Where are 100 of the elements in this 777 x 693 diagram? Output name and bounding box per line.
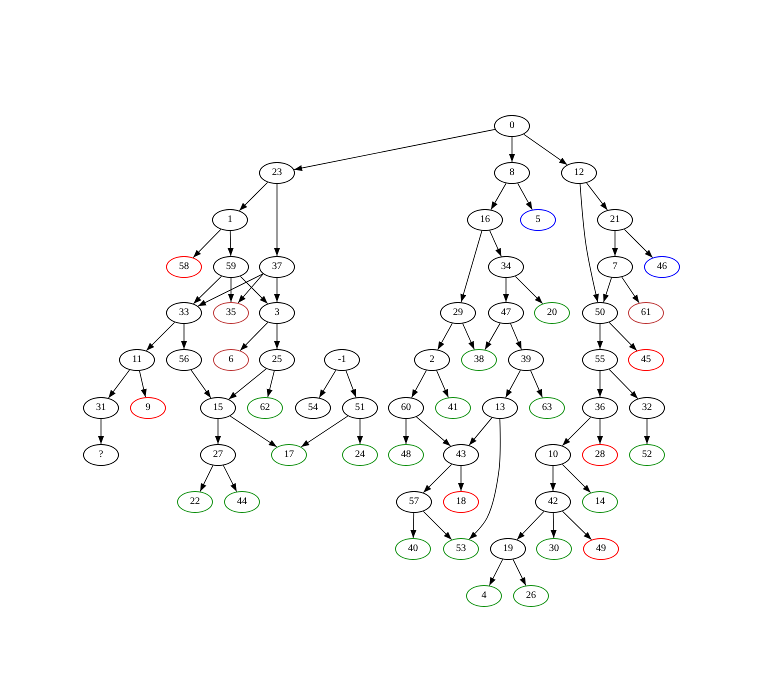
arrow	[215, 418, 221, 444]
arrow	[437, 323, 453, 350]
graph-node: 34	[488, 256, 524, 278]
graph-node: 30	[536, 538, 572, 560]
graph-node: 46	[644, 256, 680, 278]
graph-node: 6	[213, 349, 249, 371]
arrow	[266, 370, 275, 398]
graph-node: 21	[597, 209, 633, 231]
arrow	[597, 324, 603, 350]
arrow	[460, 230, 482, 303]
arrow	[503, 278, 509, 302]
graph-node: 10	[535, 444, 571, 466]
graph-node: 3	[259, 302, 295, 324]
graph-node: 45	[628, 349, 664, 371]
graph-node: 11	[119, 349, 155, 371]
arrow	[108, 370, 130, 398]
arrow	[510, 323, 522, 350]
graph-node: 31	[83, 397, 119, 419]
graph-node: 32	[629, 397, 665, 419]
arrow	[530, 370, 543, 398]
arrow	[192, 229, 222, 258]
graph-node: 51	[342, 397, 378, 419]
arrow	[139, 370, 147, 398]
arrow	[512, 559, 526, 586]
graph-node: 18	[443, 491, 479, 513]
graph-node: ?	[83, 444, 119, 466]
arrow	[597, 370, 603, 398]
graph-node: 33	[166, 302, 202, 324]
graph-node: -1	[324, 349, 360, 371]
arrow	[300, 416, 348, 448]
graph-node: 14	[582, 491, 618, 513]
arrow	[562, 510, 592, 540]
arrow	[190, 370, 212, 398]
arrow	[550, 466, 556, 492]
arrow	[146, 322, 176, 352]
graph-node: 23	[259, 162, 295, 184]
arrow	[294, 129, 496, 171]
arrow	[230, 416, 278, 448]
graph-node: 39	[508, 349, 544, 371]
arrow	[422, 510, 452, 540]
graph-node: 44	[224, 491, 260, 513]
arrow	[98, 418, 104, 444]
arrow	[238, 274, 264, 304]
arrow	[586, 182, 608, 210]
arrow	[468, 417, 492, 446]
arrow	[621, 276, 640, 304]
arrow	[357, 418, 363, 444]
arrow	[550, 512, 557, 538]
arrow	[509, 136, 515, 162]
graph-node: 28	[582, 444, 618, 466]
graph-node: 19	[490, 538, 526, 560]
graph-node: 50	[582, 302, 618, 324]
graph-node: 57	[396, 491, 432, 513]
graph-node: 43	[443, 444, 479, 466]
arrow	[436, 370, 449, 398]
graph-node: 13	[482, 397, 518, 419]
arrow	[462, 323, 475, 350]
graph-node: 49	[583, 538, 619, 560]
graph-node: 59	[213, 256, 249, 278]
graph-node: 26	[513, 585, 549, 607]
arrow	[562, 464, 592, 494]
arrow	[274, 324, 280, 350]
graph-node: 2	[414, 349, 450, 371]
arrow	[608, 369, 638, 399]
arrow	[181, 324, 187, 350]
graph-node: 17	[271, 444, 307, 466]
arrow	[490, 182, 506, 210]
graph-node: 4	[466, 585, 502, 607]
arrow	[489, 230, 502, 257]
graph-node: 61	[628, 302, 664, 324]
arrow	[411, 370, 427, 398]
arrow	[523, 134, 568, 166]
arrow	[488, 559, 504, 586]
arrow	[468, 418, 501, 540]
arrow	[624, 228, 654, 258]
arrow	[240, 276, 268, 304]
arrow	[228, 278, 234, 302]
graph-node: 38	[461, 349, 497, 371]
arrow	[198, 274, 264, 306]
arrow	[238, 182, 268, 212]
graph-node: 12	[561, 162, 597, 184]
graph-node: 22	[177, 491, 213, 513]
graph-node: 35	[213, 302, 249, 324]
arrow	[422, 464, 452, 494]
arrow	[505, 370, 521, 398]
graph-node: 52	[629, 444, 665, 466]
graph-node: 0	[494, 115, 530, 137]
arrow	[346, 370, 356, 398]
arrow	[403, 418, 409, 444]
arrow	[580, 184, 599, 302]
arrow	[274, 278, 280, 302]
arrow	[644, 418, 650, 444]
arrow	[458, 466, 464, 492]
graph-node: 63	[529, 397, 565, 419]
graph-node: 15	[200, 397, 236, 419]
graph-node: 5	[520, 209, 556, 231]
arrow	[562, 416, 592, 446]
graph-node: 40	[395, 538, 431, 560]
graph-node: 16	[467, 209, 503, 231]
graph-node: 60	[388, 397, 424, 419]
